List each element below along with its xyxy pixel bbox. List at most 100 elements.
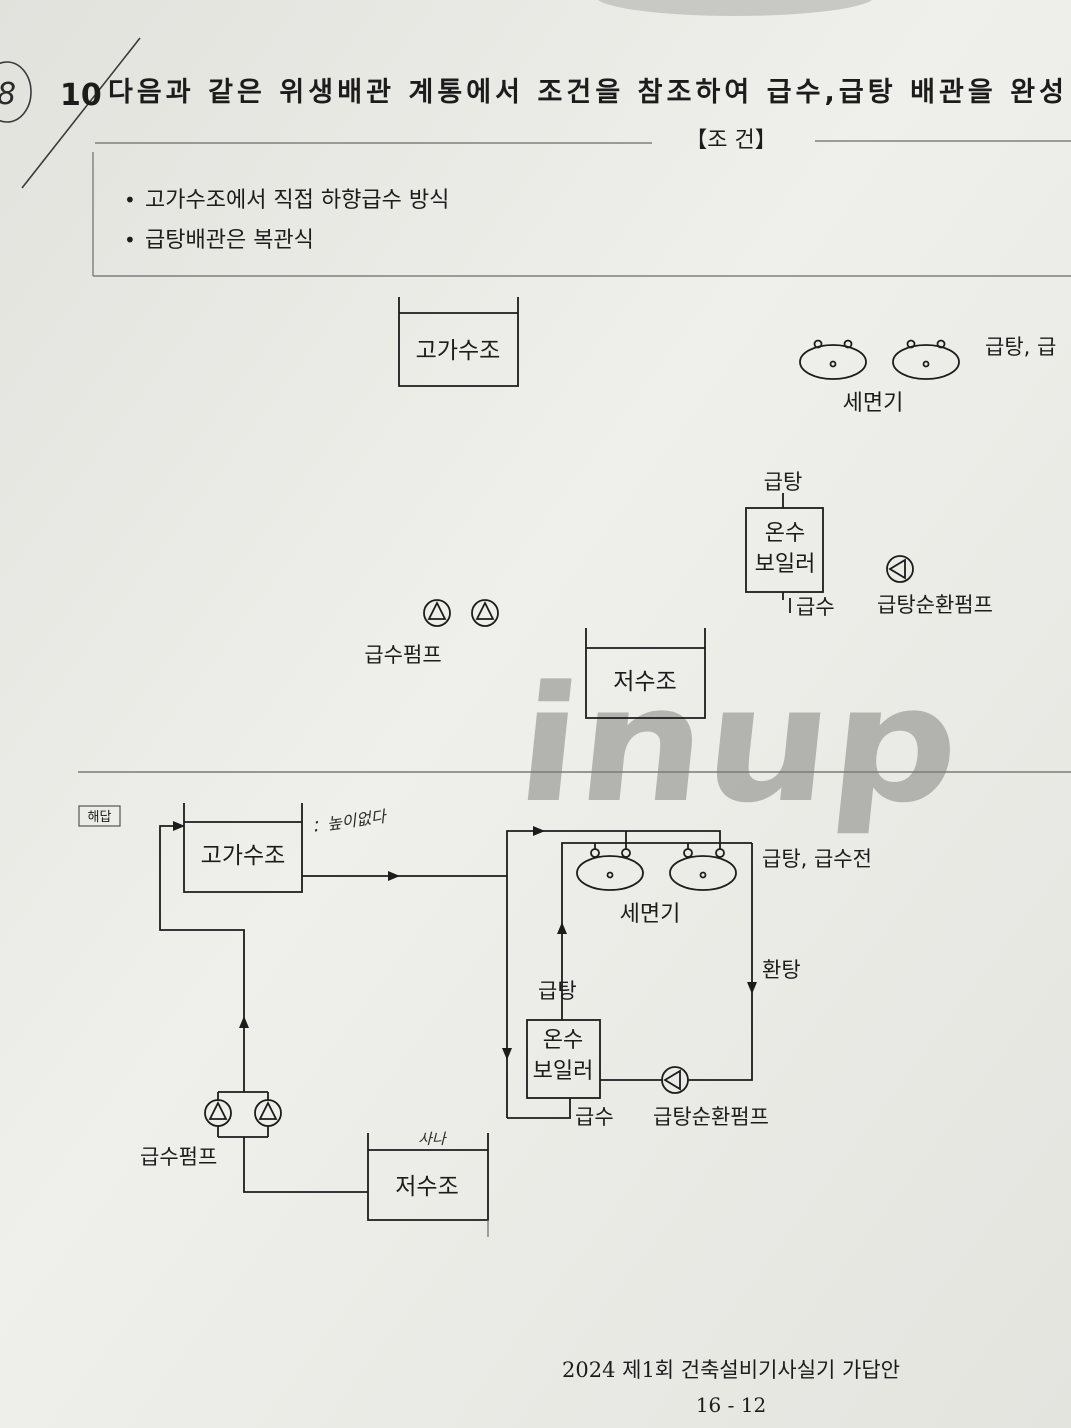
circulation-pump-icon [661, 1066, 689, 1094]
faucet-icon [621, 848, 631, 858]
conditions-title: 【조 건】 [685, 128, 776, 153]
tank-outline [585, 628, 706, 719]
elevated-tank: 고가수조 [398, 297, 519, 387]
boiler-label-line2: 보일러 [533, 1059, 594, 1084]
pump-direction-icon [663, 1069, 681, 1091]
pump-direction-icon [475, 600, 495, 620]
answer-tag-box [78, 805, 121, 827]
tank-outline [367, 1133, 489, 1221]
suction-pipe [243, 1137, 368, 1193]
supply-pump-icon [423, 599, 451, 627]
fixture-label: 급탕, 급수전 [762, 847, 872, 871]
basin-bowl [669, 855, 737, 891]
basin-drain-icon [829, 360, 837, 368]
pump-casing [254, 1099, 282, 1127]
question-text: 다음과 같은 위생배관 계통에서 조건을 참조하여 급수,급탕 배관을 완성 [108, 77, 1064, 108]
washbasin [892, 339, 960, 380]
flow-arrow-down-icon [502, 1048, 512, 1060]
hot-water-return-pipe [688, 843, 753, 1081]
pump-casing [886, 555, 914, 583]
elevated-tank: 고가수조 [183, 803, 303, 893]
tank-label: 저수조 [613, 669, 676, 695]
boiler-label-line1: 온수 [543, 1028, 583, 1053]
storage-tank: 저수조 [367, 1133, 489, 1237]
page-number: 16 - 12 [696, 1393, 766, 1417]
handwritten-circle [0, 61, 32, 123]
watermark-logo: inup [509, 651, 969, 837]
basin-bowl [799, 344, 867, 380]
page-footer: 2024 제1회 건축설비기사실기 가답안 16 - 12 [562, 1358, 900, 1417]
supply-pump-icon [471, 599, 499, 627]
conditions-box: 【조 건】 • 고가수조에서 직접 하향급수 방식 • 급탕배관은 복관식 [92, 128, 1071, 277]
boiler-feed-pipe [507, 1098, 571, 1119]
hot-water-label: 급탕 [538, 979, 577, 1003]
pump-direction-icon [258, 1100, 278, 1120]
washbasin [669, 848, 737, 891]
watermark-text: inup [509, 651, 969, 837]
supply-pump-label: 급수펌프 [140, 1145, 217, 1169]
washbasin [576, 848, 644, 891]
problem-diagram: 고가수조 급탕, 급 세면기 급탕 온수 보일러 급수 급탕 [364, 297, 1056, 719]
flow-arrow-right-icon [173, 821, 185, 831]
supply-pump-label: 급수펌프 [364, 643, 441, 667]
faucet-icon [683, 848, 693, 858]
flow-arrow-down-icon [747, 982, 757, 994]
cold-water-label: 급수 [796, 595, 835, 619]
cold-water-label: 급수 [575, 1105, 614, 1129]
washbasin [799, 339, 867, 380]
pump-casing [471, 599, 499, 627]
tank-outline [398, 297, 519, 387]
pump-casing [423, 599, 451, 627]
tank-label: 고가수조 [201, 843, 286, 869]
pump-direction-icon [427, 600, 447, 620]
faucet-icon [590, 848, 600, 858]
boiler-label-line1: 온수 [765, 521, 805, 546]
circulation-pump-label: 급탕순환펌프 [653, 1105, 769, 1129]
supply-pump-icon [254, 1099, 282, 1127]
basin-bowl [576, 855, 644, 891]
cold-water-branch [506, 830, 721, 1118]
footer-title: 2024 제1회 건축설비기사실기 가답안 [562, 1358, 900, 1382]
question-header: 8 10 다음과 같은 위생배관 계통에서 조건을 참조하여 급수,급탕 배관을… [0, 37, 1064, 189]
flow-arrow-up-icon [239, 1016, 249, 1028]
condition-item: 급탕배관은 복관식 [145, 228, 314, 253]
answer-tag: 해답 [88, 810, 112, 825]
question-number: 10 [60, 78, 102, 113]
basin-drain-icon [606, 871, 614, 879]
hot-water-boiler [526, 1019, 601, 1099]
hot-water-label: 급탕 [764, 470, 803, 494]
pump-direction-icon [208, 1100, 228, 1120]
supply-pump-icon [204, 1099, 232, 1127]
pump-casing [204, 1099, 232, 1127]
tank-outline [183, 803, 303, 893]
faucet-icon [936, 339, 946, 349]
pump-casing [661, 1066, 689, 1094]
circulation-pump-icon [886, 555, 914, 583]
faucet-icon [906, 339, 916, 349]
faucet-icon [843, 339, 853, 349]
faucet-icon [715, 848, 725, 858]
hot-water-boiler [745, 507, 824, 593]
condition-bullet: • [124, 188, 136, 212]
storage-tank: 저수조 [585, 628, 706, 719]
basin-drain-icon [922, 360, 930, 368]
tank-label: 저수조 [395, 1174, 458, 1200]
basin-label: 세면기 [620, 902, 681, 927]
circulation-pump-label: 급탕순환펌프 [877, 593, 993, 617]
condition-item: 고가수조에서 직접 하향급수 방식 [145, 188, 449, 213]
supply-riser-pipe [159, 825, 245, 1092]
top-shadow [597, 0, 873, 16]
flow-arrow-up-icon [557, 922, 567, 934]
basin-drain-icon [699, 871, 707, 879]
return-label: 환탕 [762, 958, 801, 982]
basin-bowl [892, 344, 960, 380]
flow-arrow-right-icon [388, 871, 400, 881]
fixture-label: 급탕, 급 [985, 335, 1056, 359]
handwritten-slash [21, 37, 141, 189]
flow-arrow-right-icon [533, 826, 545, 836]
handwritten-mark: 8 [0, 77, 16, 112]
condition-bullet: • [124, 228, 136, 252]
handwritten-note: 사나 [418, 1130, 448, 1148]
